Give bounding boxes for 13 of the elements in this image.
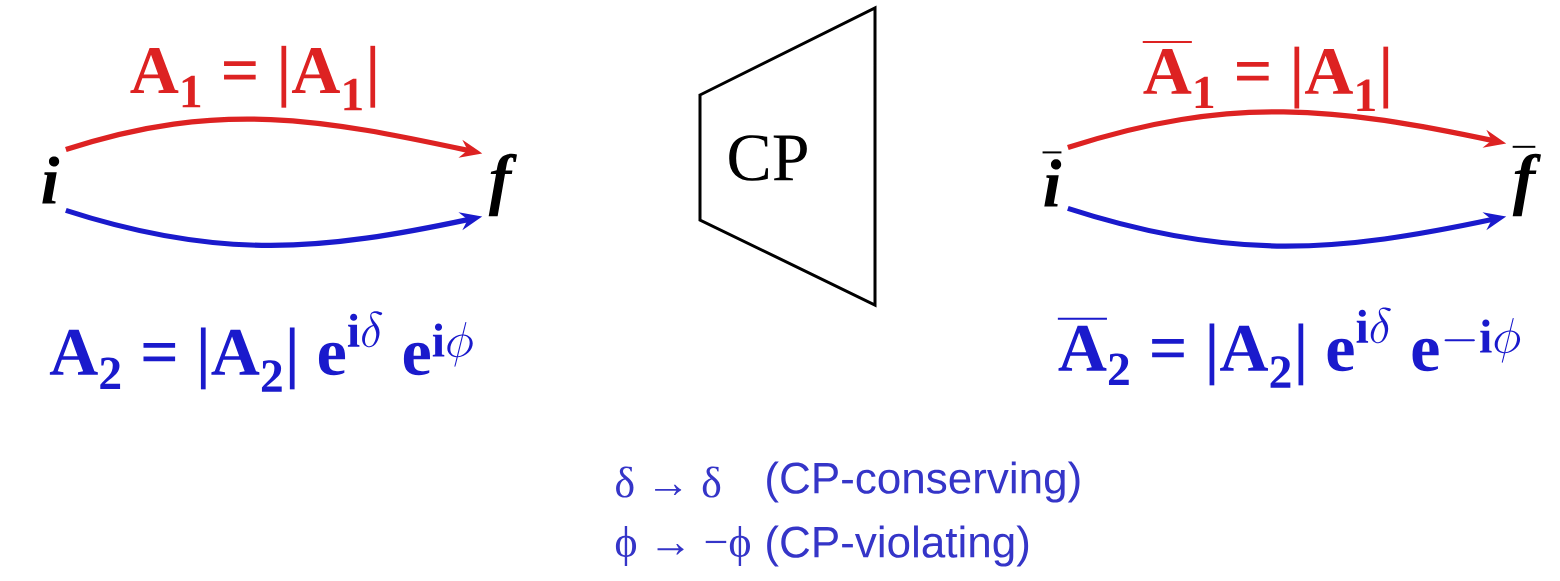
note-text: (CP-violating) <box>767 525 1029 567</box>
state-symbol: $\overline{\textit{\textbf{f}}}$ <box>1512 146 1541 217</box>
edge-label: $\text{A}_{\text{2}}\text{ = |A}_{\text{2}}\text{| e}^{\text{i}\delta}\text{ e}^{\text{i}\phi}$ <box>49 311 473 392</box>
cp-trapezoid: CP <box>698 5 877 308</box>
note-text: ϕ → −ϕ <box>615 526 750 566</box>
state-symbol: $\overline{\textit{\textbf{i}}}$ <box>1042 152 1062 207</box>
state-symbol: i <box>42 156 60 204</box>
note-text: δ → δ <box>616 466 721 498</box>
state-symbol: f <box>488 153 517 217</box>
edge-label: $\text{A}_{\text{1}}\text{ = |A}_{\text{1}}\text{|}$ <box>130 45 376 111</box>
note-text: (CP-conserving) <box>767 461 1080 503</box>
edge-label: $\overline{\text{A}}_{\text{2}}\text{ = |A}_{\text{2}}\text{| e}^{\text{i}\delta}\text{ e}^{-\text{i}\phi}$ <box>1057 307 1521 388</box>
edge-label: $\overline{\text{A}}_{\text{1}}\text{ = |A}_{\text{1}}\text{|}$ <box>1142 41 1389 111</box>
